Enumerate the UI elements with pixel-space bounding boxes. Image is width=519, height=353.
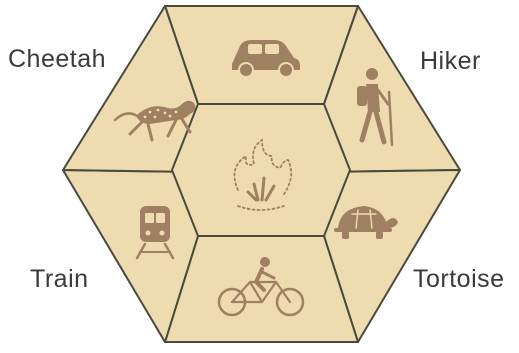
car-icon bbox=[232, 40, 300, 78]
label-train: Train bbox=[30, 265, 89, 293]
cheetah-icon bbox=[113, 100, 196, 142]
hiker-icon bbox=[357, 68, 394, 147]
segment-center bbox=[171, 103, 351, 237]
tortoise-icon bbox=[334, 206, 398, 239]
fire-icon bbox=[233, 138, 293, 211]
label-cheetah: Cheetah bbox=[8, 45, 107, 73]
label-tortoise: Tortoise bbox=[413, 265, 505, 293]
train-icon bbox=[135, 206, 175, 260]
label-hiker: Hiker bbox=[420, 47, 481, 75]
bicycle-icon bbox=[217, 257, 305, 317]
